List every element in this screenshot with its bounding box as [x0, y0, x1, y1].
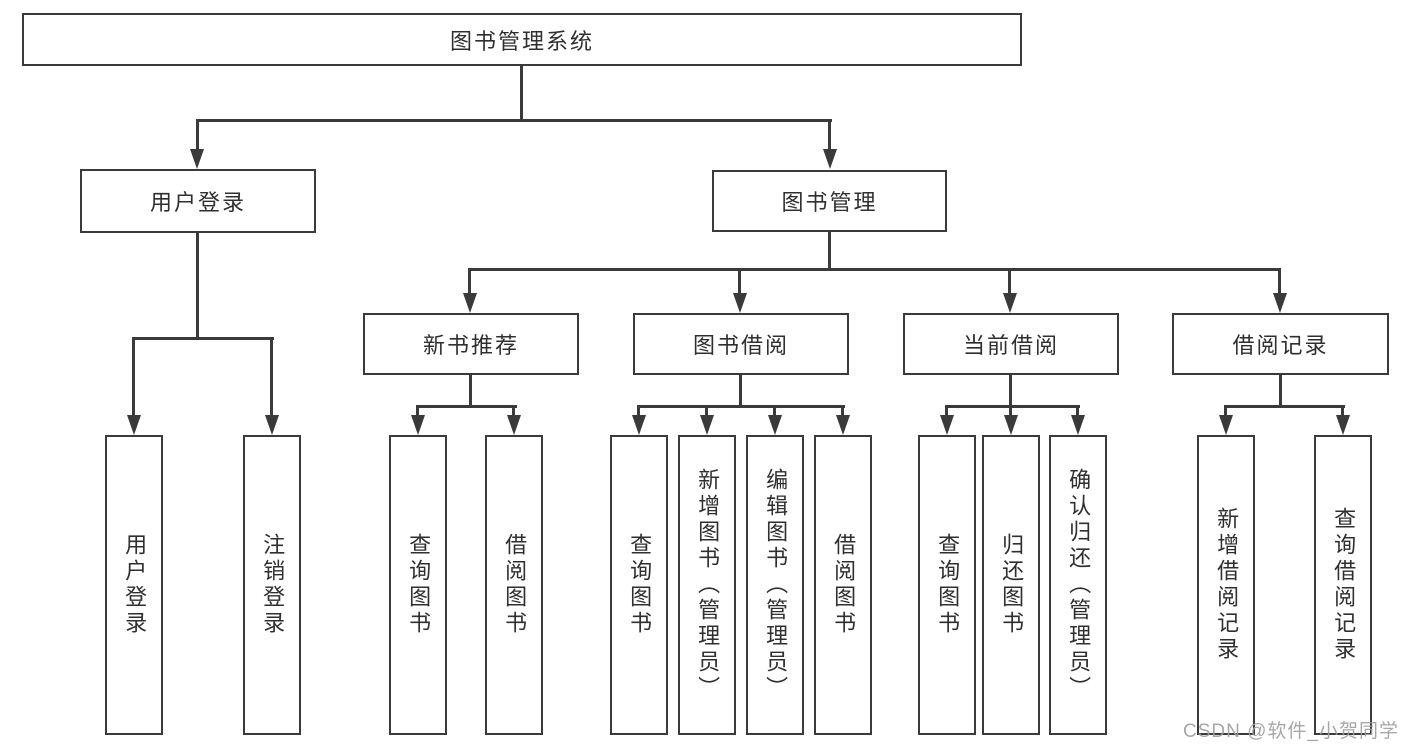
connector-newbook-bar	[416, 405, 517, 408]
arrow-down-cb-leaf3	[1071, 415, 1085, 435]
connector-cb-leaf3-stem	[1076, 405, 1079, 417]
connector-nb-leaf2-stem	[512, 405, 515, 417]
arrow-down-nb-leaf1	[411, 415, 425, 435]
connector-bb-leaf3-stem	[773, 405, 776, 417]
leaf-logout: 注销登录	[243, 435, 301, 735]
connector-root-stem	[520, 66, 523, 120]
arrow-down-leaf-login	[127, 415, 141, 435]
arrow-down-bookborrow	[733, 293, 747, 313]
arrow-down-userlogin	[190, 149, 204, 169]
arrow-down-cb-leaf2	[1004, 415, 1018, 435]
leaf-borrow-books-recommend: 借阅图书	[485, 435, 543, 735]
connector-br-leaf2-stem	[1341, 405, 1344, 417]
connector-level2-bar	[468, 268, 1281, 271]
leaf-query-books-current: 查询图书	[918, 435, 976, 735]
leaf-add-borrow-record: 新增借阅记录	[1197, 435, 1255, 735]
leaf-confirm-return-admin: 确认归还（管理员）	[1049, 435, 1107, 735]
leaf-user-login: 用户登录	[105, 435, 163, 735]
connector-userlogin-arrow-stem	[196, 119, 199, 153]
connector-bb-leaf1-stem	[637, 405, 640, 417]
node-new-book-recommend: 新书推荐	[363, 313, 579, 375]
connector-newbook-arrow-stem	[468, 268, 471, 296]
connector-leaf-login-stem	[132, 337, 135, 417]
connector-borrowrecord-down-stem	[1279, 375, 1282, 407]
leaf-query-books-borrow: 查询图书	[610, 435, 668, 735]
connector-currentborrow-down-stem	[1009, 375, 1012, 407]
arrow-down-br-leaf1	[1219, 415, 1233, 435]
leaf-return-book: 归还图书	[982, 435, 1040, 735]
arrow-down-br-leaf2	[1336, 415, 1350, 435]
node-root-library-system: 图书管理系统	[22, 13, 1022, 66]
connector-br-leaf1-stem	[1224, 405, 1227, 417]
arrow-down-bb-leaf4	[836, 415, 850, 435]
connector-bookborrow-down-stem	[739, 375, 742, 407]
leaf-borrow-books: 借阅图书	[814, 435, 872, 735]
connector-cb-leaf1-stem	[945, 405, 948, 417]
node-book-management: 图书管理	[712, 170, 947, 232]
connector-cb-leaf2-stem	[1009, 405, 1012, 417]
arrow-down-newbook	[463, 293, 477, 313]
connector-bookmgmt-arrow-stem	[828, 119, 831, 153]
node-borrow-record: 借阅记录	[1172, 313, 1389, 375]
leaf-query-borrow-record: 查询借阅记录	[1314, 435, 1372, 735]
arrow-down-borrowrecord	[1273, 293, 1287, 313]
leaf-add-book-admin: 新增图书（管理员）	[678, 435, 736, 735]
leaf-edit-book-admin: 编辑图书（管理员）	[746, 435, 804, 735]
arrow-down-nb-leaf2	[507, 415, 521, 435]
connector-newbook-down-stem	[469, 375, 472, 407]
connector-userlogin-bar	[132, 337, 274, 340]
connector-currentborrow-arrow-stem	[1008, 268, 1011, 296]
arrow-down-leaf-logout	[265, 415, 279, 435]
connector-nb-leaf1-stem	[416, 405, 419, 417]
arrow-down-bb-leaf1	[632, 415, 646, 435]
arrow-down-bb-leaf2	[700, 415, 714, 435]
connector-bookmgmt-down-stem	[828, 232, 831, 270]
connector-bookborrow-arrow-stem	[738, 268, 741, 296]
leaf-query-books-recommend: 查询图书	[389, 435, 447, 735]
connector-currentborrow-bar	[945, 405, 1080, 408]
node-user-login: 用户登录	[80, 169, 316, 233]
connector-borrowrecord-arrow-stem	[1278, 268, 1281, 296]
arrow-down-bb-leaf3	[768, 415, 782, 435]
connector-userlogin-down-stem	[196, 233, 199, 339]
arrow-down-bookmgmt	[823, 149, 837, 169]
node-book-borrow: 图书借阅	[633, 313, 849, 375]
node-current-borrow: 当前借阅	[903, 313, 1119, 375]
connector-leaf-logout-stem	[270, 337, 273, 417]
arrow-down-currentborrow	[1003, 293, 1017, 313]
connector-bb-leaf4-stem	[841, 405, 844, 417]
arrow-down-cb-leaf1	[940, 415, 954, 435]
csdn-watermark: CSDN @软件_小贺同学	[1183, 721, 1399, 742]
connector-bookborrow-bar	[637, 405, 845, 408]
connector-level1-bar	[196, 119, 832, 122]
connector-borrowrecord-bar	[1224, 405, 1345, 408]
connector-bb-leaf2-stem	[705, 405, 708, 417]
